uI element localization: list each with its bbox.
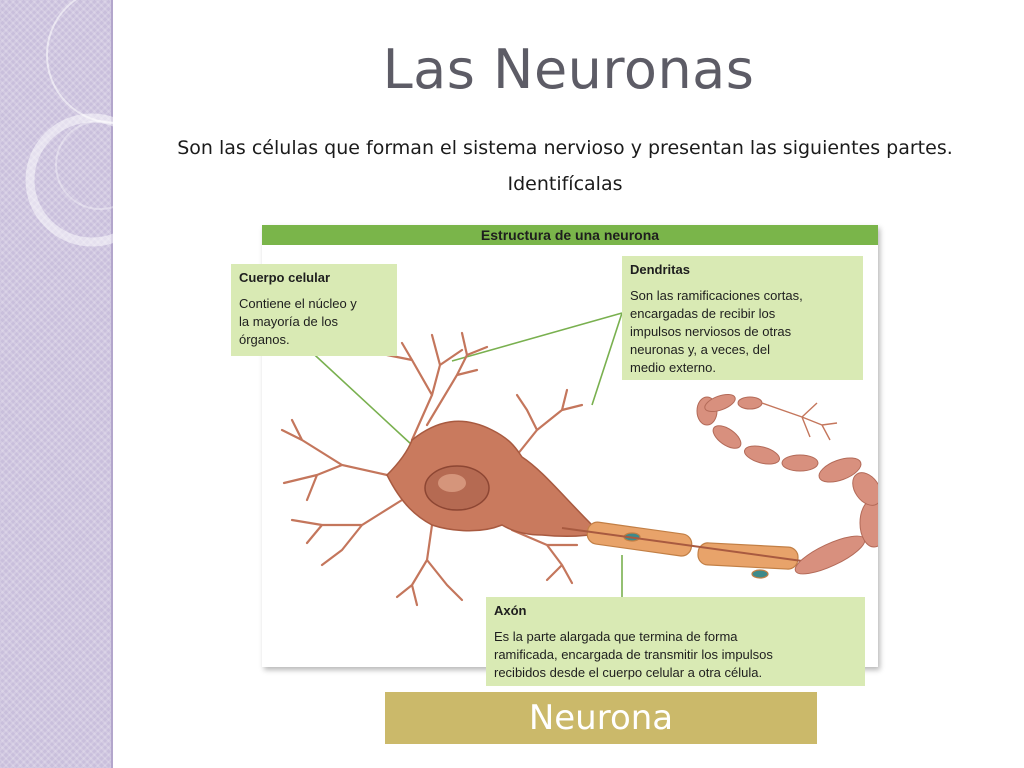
figure-header: Estructura de una neurona: [262, 225, 878, 245]
leader-lines: [303, 312, 623, 597]
label-dendritas-title: Dendritas: [630, 262, 690, 277]
dendrites: [280, 331, 584, 607]
myelin-sheath: [586, 521, 799, 579]
label-axon: Axón Es la parte alargada que termina de…: [486, 597, 865, 686]
decorative-rings: [25, 0, 130, 247]
label-axon-line-2: ramificada, encargada de transmitir los …: [494, 647, 773, 662]
label-cuerpo-line-1: Contiene el núcleo y: [239, 296, 357, 311]
label-axon-line-1: Es la parte alargada que termina de form…: [494, 629, 738, 644]
label-cuerpo-line-2: la mayoría de los: [239, 314, 338, 329]
slide-subtitle: Son las células que forman el sistema ne…: [130, 130, 1000, 202]
axon-segments: [696, 393, 878, 575]
neuron-illustration: [280, 312, 878, 607]
neuron-figure: Estructura de una neurona: [262, 225, 878, 667]
subtitle-line-1: Son las células que forman el sistema ne…: [177, 137, 953, 159]
label-dendritas-line-4: neuronas y, a veces, del: [630, 342, 770, 357]
slide-title: Las Neuronas: [382, 38, 755, 101]
label-dendritas-line-3: impulsos nerviosos de otras: [630, 324, 792, 339]
label-cuerpo-line-3: órganos.: [239, 332, 290, 347]
axon-terminal: [761, 402, 838, 441]
label-cuerpo-celular: Cuerpo celular Contiene el núcleo y la m…: [231, 264, 397, 356]
label-dendritas-line-2: encargadas de recibir los: [630, 306, 776, 321]
label-dendritas-line-1: Son las ramificaciones cortas,: [630, 288, 803, 303]
cell-body: [386, 420, 604, 538]
label-dendritas-line-5: medio externo.: [630, 360, 716, 375]
caption-bar: Neurona: [385, 692, 817, 744]
label-dendritas: Dendritas Son las ramificaciones cortas,…: [622, 256, 863, 380]
subtitle-line-2: Identifícalas: [507, 173, 623, 195]
label-axon-line-3: recibidos desde el cuerpo celular a otra…: [494, 665, 763, 680]
label-axon-title: Axón: [494, 603, 527, 618]
label-cuerpo-title: Cuerpo celular: [239, 270, 331, 285]
